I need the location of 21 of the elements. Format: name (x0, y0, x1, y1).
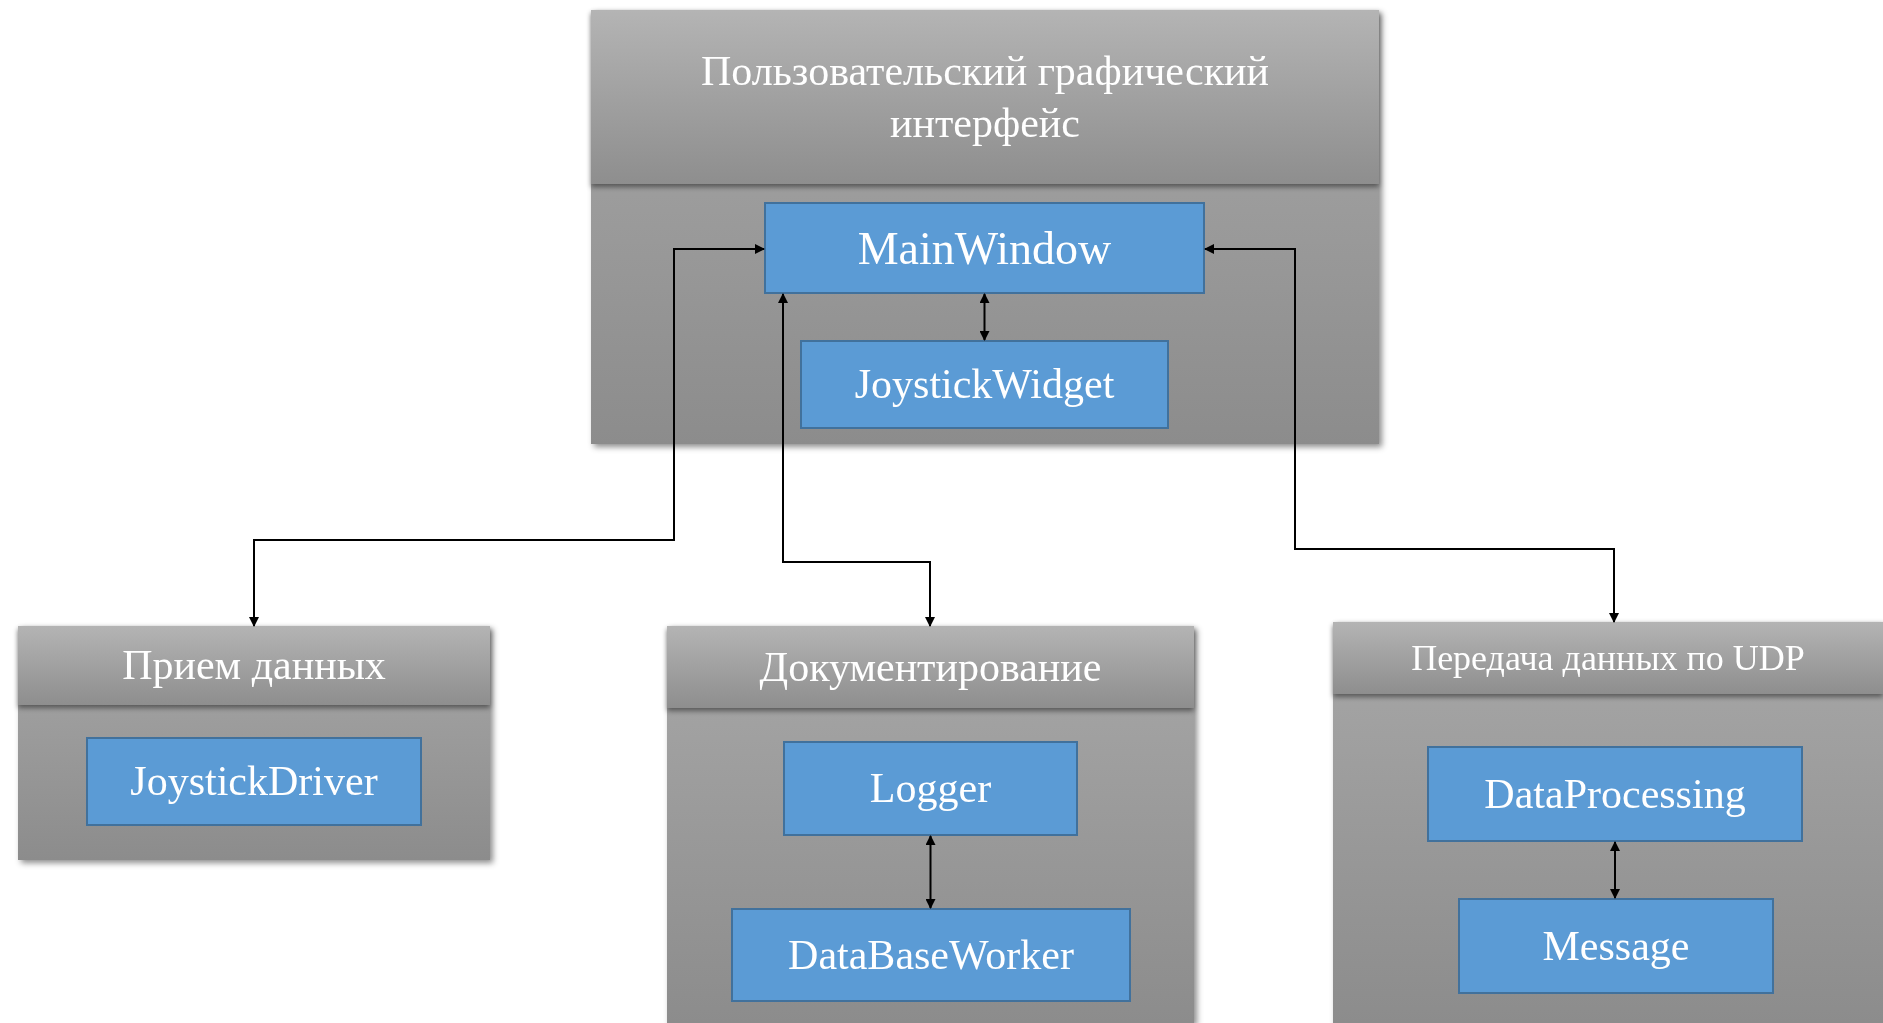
connector-arrow (249, 244, 765, 627)
panel-header: Пользовательский графический интерфейс (591, 10, 1379, 184)
class-box: DataBaseWorker (731, 908, 1131, 1002)
connector-arrow (778, 293, 935, 627)
class-box: MainWindow (764, 202, 1205, 294)
connector-arrow (1610, 841, 1620, 899)
panel-header: Прием данных (18, 626, 490, 705)
group-panel (1333, 622, 1883, 1023)
connector-arrow (979, 293, 990, 341)
class-box: Message (1458, 898, 1774, 994)
connector-arrow (1204, 244, 1619, 623)
panel-header: Передача данных по UDP (1333, 622, 1883, 694)
group-panel (667, 626, 1194, 1023)
class-box: Logger (783, 741, 1078, 836)
panel-header: Документирование (667, 626, 1194, 708)
group-panel (18, 626, 490, 860)
class-box: DataProcessing (1427, 746, 1803, 842)
connector-arrow (925, 835, 936, 909)
class-box: JoystickWidget (800, 340, 1169, 429)
class-box: JoystickDriver (86, 737, 422, 826)
group-panel (591, 10, 1379, 444)
